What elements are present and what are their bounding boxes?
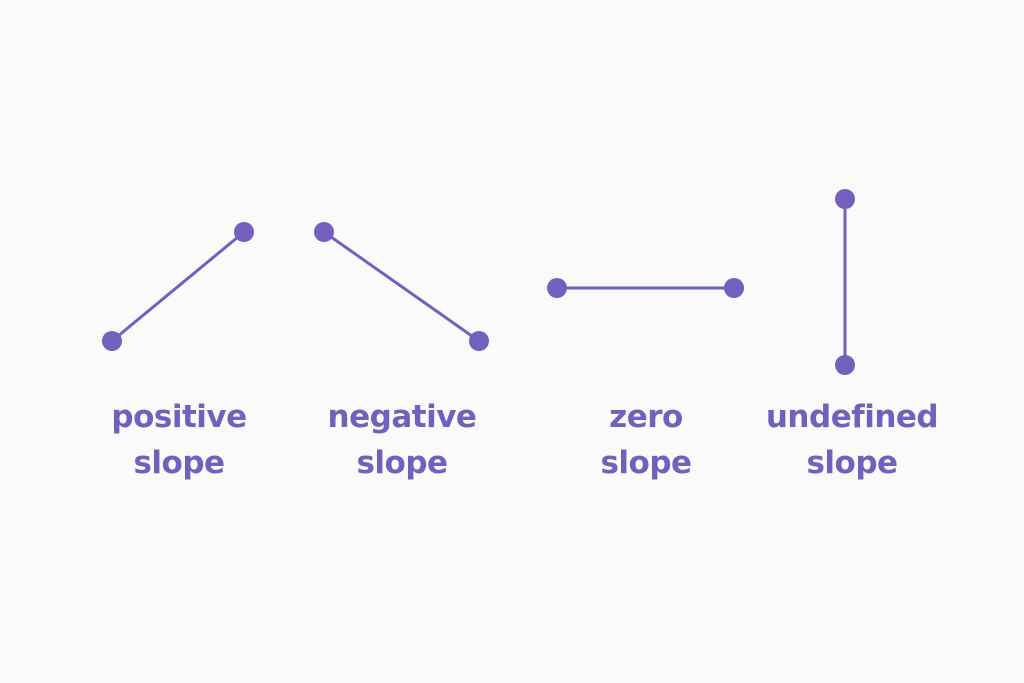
zero-slope-caption: zero slope — [536, 394, 756, 486]
positive-slope-caption-line2: slope — [133, 445, 225, 481]
negative-slope-caption-line1: negative — [327, 399, 477, 435]
positive-slope-caption-line1: positive — [111, 399, 247, 435]
zero-slope-caption-line1: zero — [609, 399, 683, 435]
negative-slope-caption: negative slope — [292, 394, 512, 486]
zero-slope-caption-line2: slope — [600, 445, 692, 481]
zero-slope-start-point — [547, 278, 567, 298]
undefined-slope-caption: undefined slope — [742, 394, 962, 486]
undefined-slope-top-point — [835, 189, 855, 209]
positive-slope-end-point — [234, 222, 254, 242]
negative-slope-start-point — [314, 222, 334, 242]
undefined-slope-figure — [835, 189, 855, 375]
negative-slope-figure — [314, 222, 489, 351]
undefined-slope-caption-line2: slope — [806, 445, 898, 481]
positive-slope-caption: positive slope — [69, 394, 289, 486]
zero-slope-end-point — [724, 278, 744, 298]
negative-slope-end-point — [469, 331, 489, 351]
negative-slope-caption-line2: slope — [356, 445, 448, 481]
undefined-slope-bottom-point — [835, 355, 855, 375]
positive-slope-start-point — [102, 331, 122, 351]
positive-slope-figure — [102, 222, 254, 351]
undefined-slope-caption-line1: undefined — [765, 399, 939, 435]
positive-slope-line — [110, 230, 246, 343]
negative-slope-line — [322, 230, 481, 343]
zero-slope-figure — [547, 278, 744, 298]
